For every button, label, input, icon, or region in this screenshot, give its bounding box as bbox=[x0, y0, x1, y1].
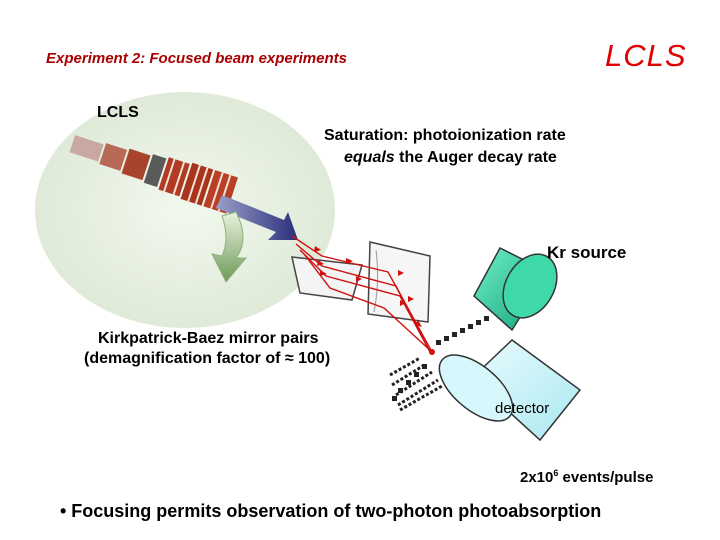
focus-point bbox=[429, 349, 435, 355]
slide-title: Experiment 2: Focused beam experiments bbox=[46, 50, 347, 67]
kr-source-label: Kr source bbox=[547, 243, 627, 262]
kb-mirror-2 bbox=[367, 241, 431, 323]
ion-path-lines bbox=[389, 356, 443, 412]
particle-trajectory bbox=[392, 316, 489, 401]
saturation-label-line1: Saturation: photoionization rate bbox=[324, 127, 566, 144]
kb-mirror-label-line1: Kirkpatrick-Baez mirror pairs bbox=[98, 330, 319, 347]
detector-cylinder bbox=[438, 339, 582, 442]
kb-mirror-1 bbox=[291, 256, 363, 301]
kb-mirror-label-line2: (demagnification factor of ≈ 100) bbox=[84, 350, 331, 367]
events-per-pulse-label: 2x106 events/pulse bbox=[520, 468, 653, 486]
focused-beam-rays bbox=[291, 235, 433, 353]
undulator bbox=[69, 135, 238, 214]
lcls-glow-ellipse bbox=[35, 92, 335, 328]
saturation-emphasis: equals bbox=[344, 149, 395, 166]
kr-source-cylinder bbox=[473, 247, 558, 332]
events-base: 2x10 bbox=[520, 469, 554, 486]
xray-beam-arrow bbox=[216, 195, 298, 240]
saturation-rest: the Auger decay rate bbox=[394, 149, 557, 166]
bullet-point: • Focusing permits observation of two-ph… bbox=[60, 501, 602, 521]
events-exponent: 6 bbox=[553, 468, 559, 478]
electron-dump-arrow bbox=[211, 211, 248, 283]
events-rest: events/pulse bbox=[558, 469, 654, 486]
saturation-label-line2: equals the Auger decay rate bbox=[344, 149, 557, 167]
lcls-logo: LCLS bbox=[605, 38, 687, 73]
detector-label: detector bbox=[495, 400, 550, 417]
lcls-source-label: LCLS bbox=[97, 104, 139, 121]
